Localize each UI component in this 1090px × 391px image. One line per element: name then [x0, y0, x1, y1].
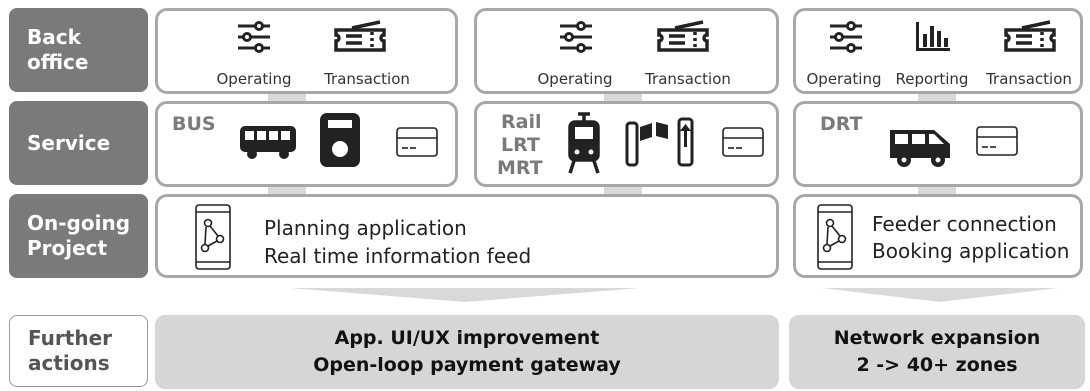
row-label-line: Service	[27, 130, 111, 155]
van-icon	[886, 124, 956, 168]
settings-sliders-icon	[558, 20, 594, 54]
card-reader-icon	[318, 111, 362, 169]
bus-icon	[238, 124, 298, 160]
service-box-bus	[155, 101, 458, 187]
service-label-bus: BUS	[172, 113, 216, 135]
ticket-icon	[332, 20, 388, 56]
further-action-line: Open-loop payment gateway	[313, 354, 621, 376]
tram-icon	[566, 111, 602, 175]
caption-transaction: Transaction	[986, 70, 1072, 88]
ongoing-item: Planning application	[264, 216, 467, 240]
mobile-route-app-icon	[816, 203, 854, 271]
ongoing-box-left	[155, 194, 779, 278]
ongoing-item: Feeder connection	[872, 212, 1057, 236]
ticket-icon	[655, 20, 711, 56]
further-action-right: Network expansion 2 -> 40+ zones	[789, 315, 1085, 389]
settings-sliders-icon	[828, 20, 864, 54]
payment-card-icon	[396, 127, 438, 157]
funnel-arrow-right	[822, 287, 1058, 306]
caption-transaction: Transaction	[645, 70, 731, 88]
row-label-line: On-going	[27, 211, 131, 235]
settings-sliders-icon	[236, 20, 272, 54]
further-action-line: App. UI/UX improvement	[334, 327, 600, 349]
service-box-drt	[793, 101, 1083, 187]
funnel-arrow-left	[290, 287, 640, 306]
back-office-box-1	[155, 8, 458, 94]
bar-chart-icon	[912, 18, 952, 54]
further-action-line: Network expansion	[833, 327, 1041, 349]
payment-card-icon	[722, 127, 764, 157]
mobile-route-app-icon	[194, 203, 232, 271]
row-label-further: Further actions	[9, 315, 148, 387]
further-action-left: App. UI/UX improvement Open-loop payment…	[155, 315, 779, 389]
row-label-line: office	[27, 50, 89, 74]
row-label-line: Further	[28, 326, 112, 350]
row-label-service: Service	[9, 101, 148, 185]
fare-gate-icon	[624, 115, 696, 169]
caption-operating: Operating	[806, 70, 882, 88]
caption-reporting: Reporting	[895, 70, 969, 88]
caption-operating: Operating	[216, 70, 292, 88]
caption-operating: Operating	[537, 70, 613, 88]
row-label-back-office: Back office	[9, 8, 148, 92]
row-label-line: actions	[28, 351, 110, 375]
service-label-mrt: MRT	[497, 157, 543, 179]
service-label-rail: Rail	[501, 111, 542, 133]
ticket-icon	[1002, 20, 1058, 56]
row-label-line: Project	[27, 236, 108, 260]
back-office-box-2	[474, 8, 779, 94]
caption-transaction: Transaction	[324, 70, 410, 88]
payment-card-icon	[976, 126, 1018, 156]
ongoing-item: Booking application	[872, 239, 1070, 263]
service-label-lrt: LRT	[501, 134, 540, 156]
row-label-line: Back	[27, 25, 81, 49]
ongoing-item: Real time information feed	[264, 244, 532, 268]
service-label-drt: DRT	[820, 113, 863, 135]
row-label-ongoing: On-going Project	[9, 194, 148, 278]
further-action-line: 2 -> 40+ zones	[856, 354, 1018, 376]
